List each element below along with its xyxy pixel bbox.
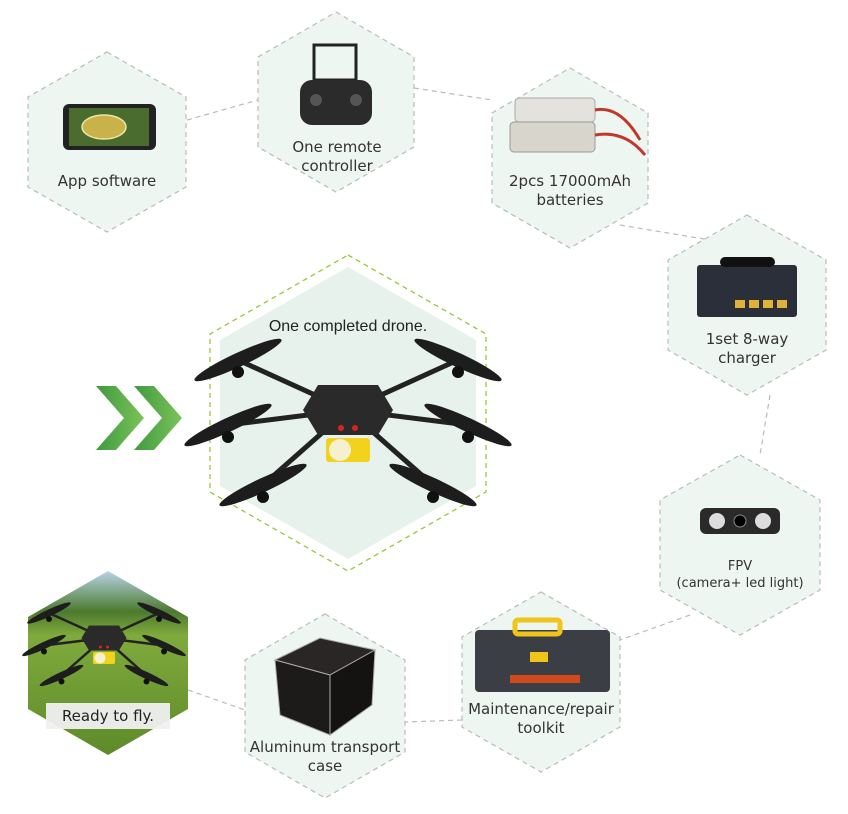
propeller (414, 338, 502, 382)
led-light (755, 513, 771, 529)
motor (232, 366, 244, 378)
chevron-right-icon (134, 386, 182, 450)
center-title: One completed drone. (268, 318, 428, 335)
battery-image (509, 121, 596, 153)
dashed-connectors (186, 87, 771, 723)
propeller (39, 664, 84, 687)
ready-to-fly-caption: Ready to fly. (46, 703, 170, 729)
propeller (194, 338, 282, 382)
tank-cap (329, 439, 351, 461)
motor (156, 616, 162, 622)
drone-body (303, 385, 393, 435)
motor (452, 366, 464, 378)
transport-case-side (329, 649, 376, 736)
label-app-software: App software (57, 172, 157, 190)
label-fpv: FPV(camera+ led light) (676, 559, 804, 591)
led (106, 645, 109, 649)
charger-port (735, 300, 745, 308)
propeller (184, 403, 272, 447)
drone-image (184, 338, 512, 507)
map-field (81, 114, 127, 140)
charger-port (763, 300, 773, 308)
drone-body (81, 625, 127, 651)
camera-lens (733, 514, 747, 528)
motor (257, 491, 269, 503)
hex-fpv (659, 454, 821, 636)
connector-line (187, 689, 246, 711)
battery-cables (594, 107, 647, 156)
motor (161, 648, 167, 655)
propeller (27, 602, 71, 624)
charger-port (749, 300, 759, 308)
propeller (219, 463, 307, 507)
led-light (709, 513, 725, 529)
connector-line (619, 614, 691, 641)
hex-batteries (491, 67, 649, 249)
connector-line (619, 224, 711, 241)
propeller (124, 664, 169, 687)
joystick (310, 94, 322, 106)
led (338, 425, 344, 431)
tank-cap (94, 652, 106, 664)
led (352, 425, 358, 431)
motor (41, 648, 47, 655)
led (99, 645, 102, 649)
propeller (22, 634, 66, 657)
battery-image (514, 97, 596, 123)
charger-handle (720, 257, 775, 267)
connector-line (186, 99, 259, 121)
motor (222, 431, 234, 443)
motor (58, 678, 65, 685)
chevron-right-icon (96, 386, 144, 450)
connector-line (759, 394, 771, 456)
motor (143, 678, 150, 685)
toolkit-label (510, 675, 580, 683)
propeller (389, 463, 477, 507)
motor (427, 491, 439, 503)
propeller (424, 403, 512, 447)
motor (46, 616, 52, 622)
joystick (350, 94, 362, 106)
connector-line (413, 87, 493, 101)
charger-port (777, 300, 787, 308)
drone-in-field (22, 602, 186, 687)
charger-image (697, 265, 797, 317)
remote-controller-image (300, 80, 372, 125)
hex-center-outline (209, 254, 487, 572)
propeller (142, 634, 186, 657)
toolkit-handle (512, 617, 563, 637)
propeller (137, 602, 181, 624)
connector-line (404, 719, 463, 723)
motor (462, 431, 474, 443)
toolkit-latch (530, 652, 548, 662)
